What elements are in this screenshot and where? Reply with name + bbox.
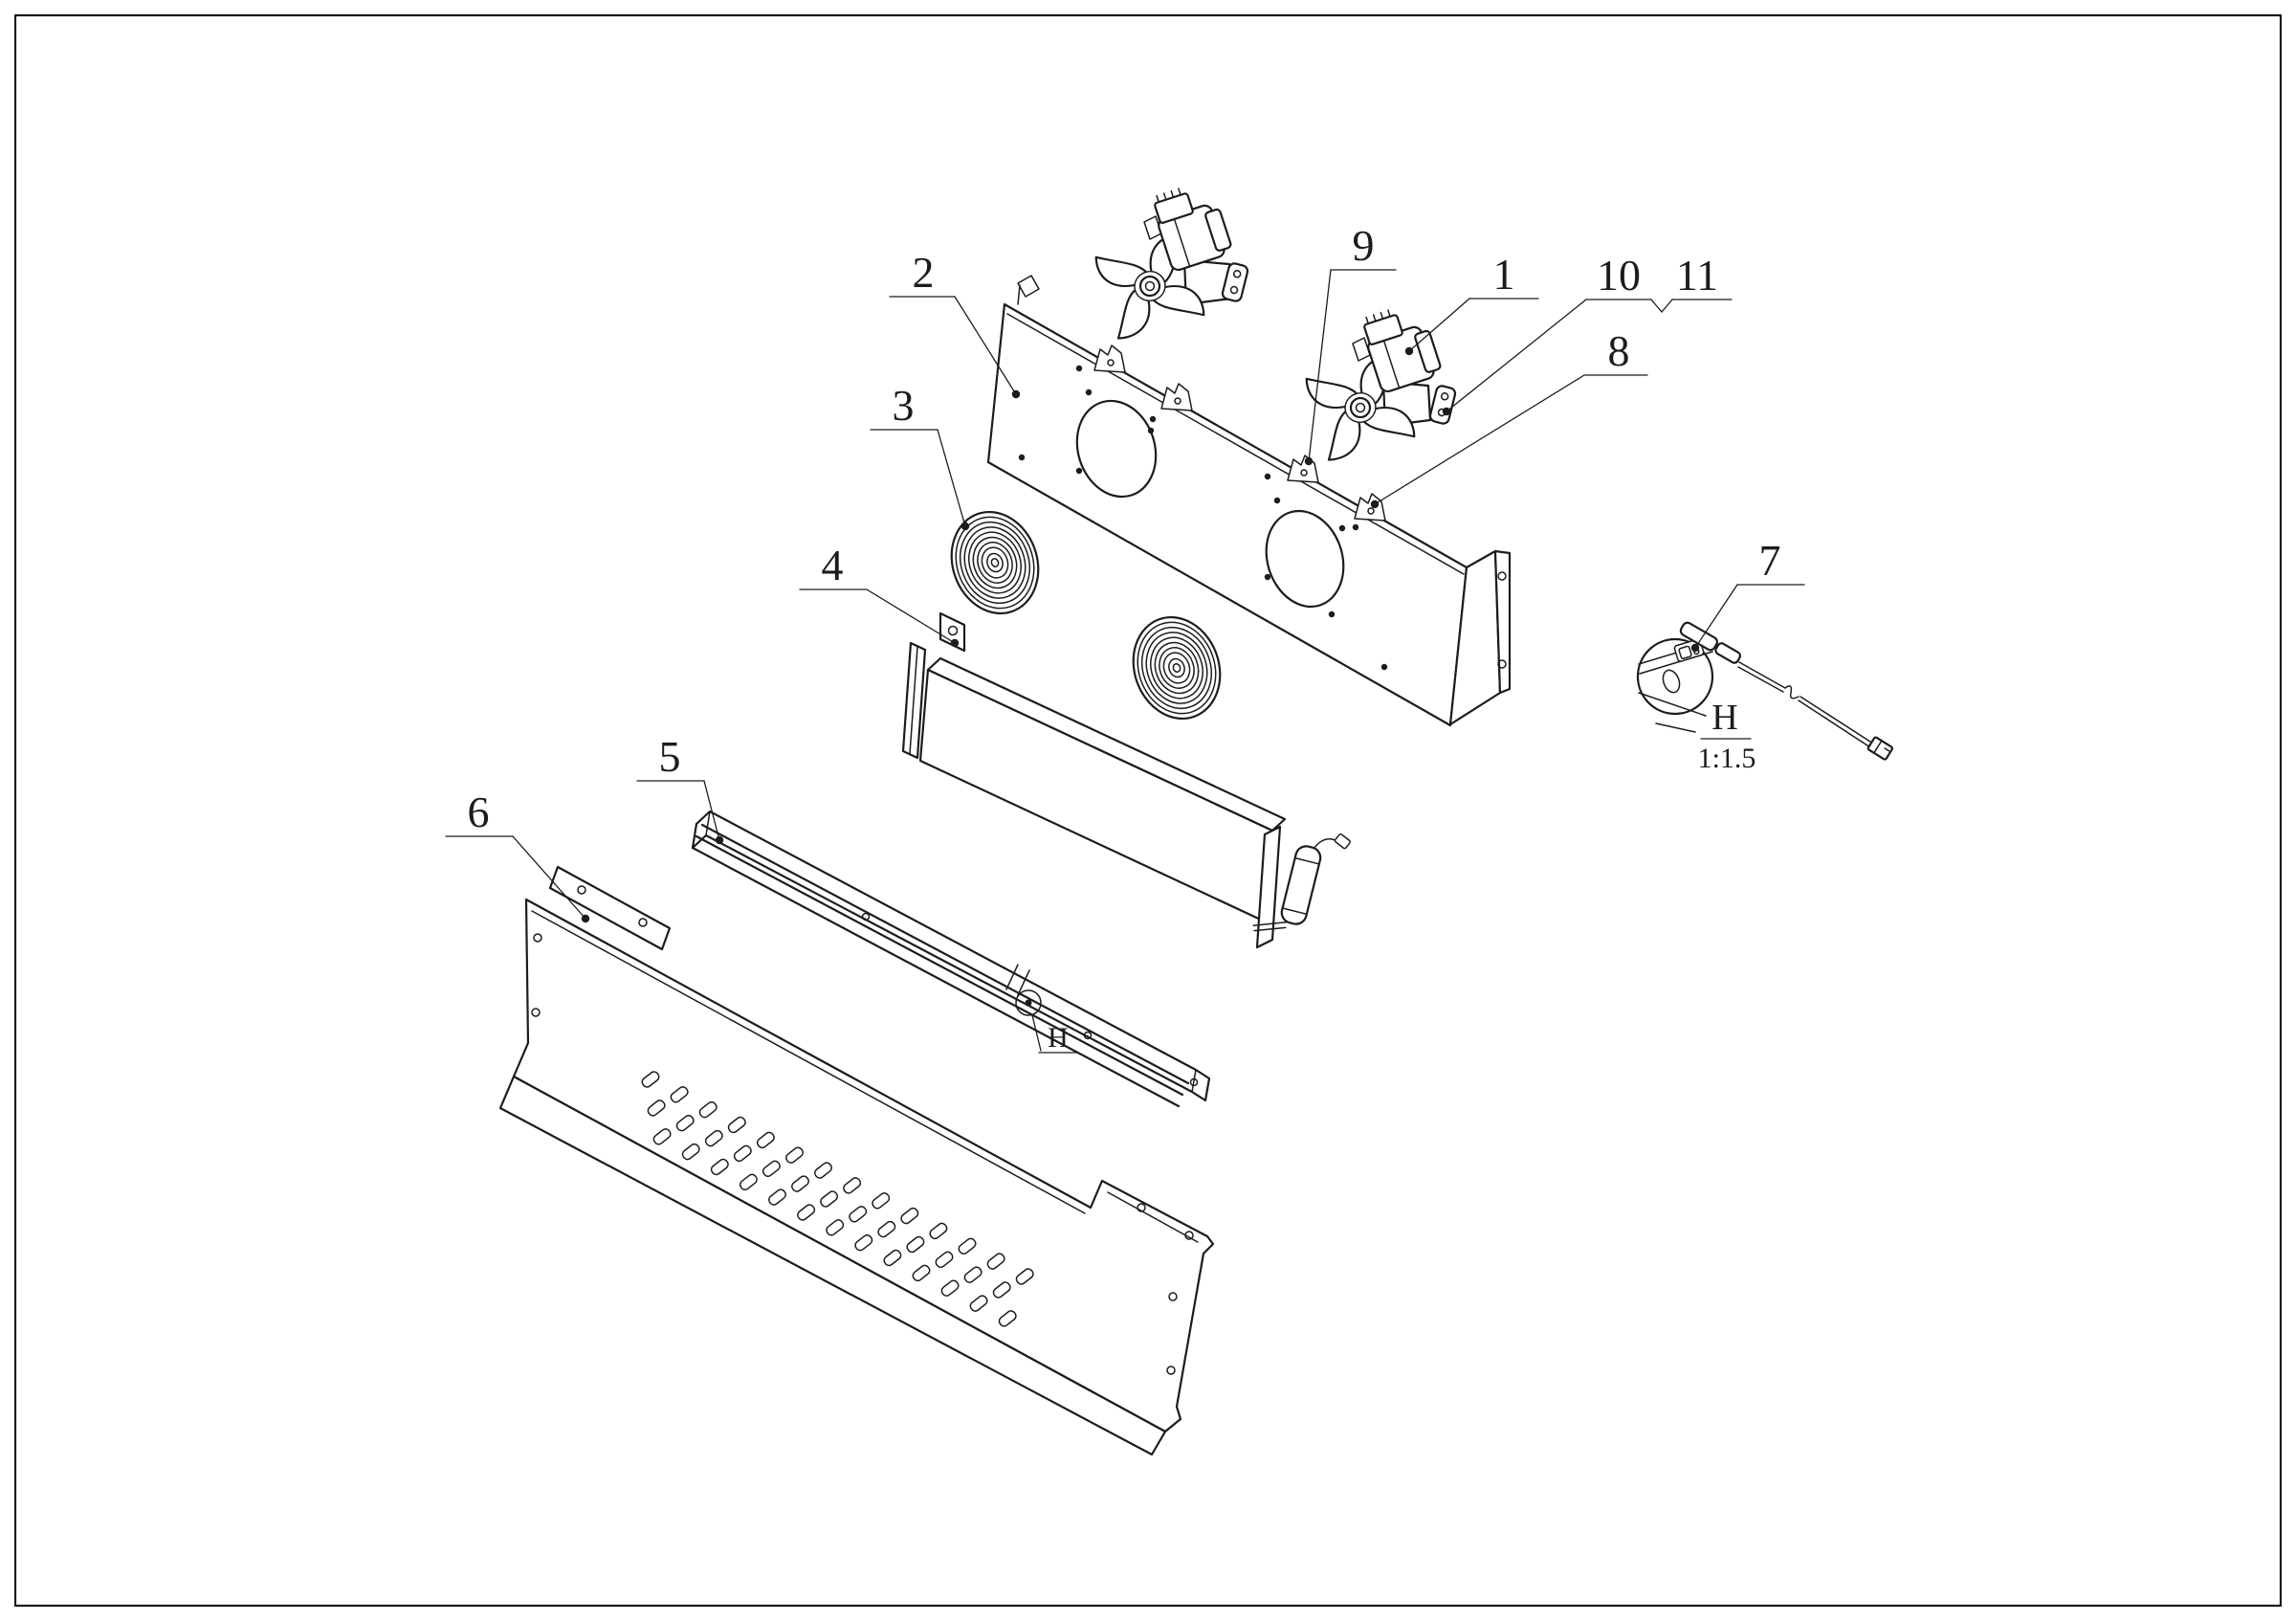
panel-bottom-lip bbox=[498, 1075, 1167, 1456]
back-panel bbox=[986, 275, 1512, 727]
motor-terminal-1 bbox=[1154, 192, 1194, 224]
part-label-1: 1 bbox=[1404, 250, 1539, 356]
fan-motor-assembly-1 bbox=[1094, 188, 1249, 340]
fan-clip-2 bbox=[1352, 337, 1371, 362]
part-label-6: 6 bbox=[445, 788, 590, 923]
part-label-10: 10 bbox=[1442, 251, 1673, 416]
part-label-5: 5 bbox=[636, 732, 724, 845]
sensor-body bbox=[1679, 621, 1718, 652]
svg-text:11: 11 bbox=[1676, 251, 1718, 300]
part-label-11: 11 bbox=[1671, 251, 1733, 300]
leader-line bbox=[703, 780, 720, 841]
support-channel: H bbox=[691, 810, 1211, 1108]
panel-end-flange bbox=[1493, 549, 1512, 695]
ventilation-slot-pattern bbox=[641, 1071, 1034, 1327]
leader-line bbox=[937, 429, 966, 527]
channel-right-end bbox=[1191, 1069, 1210, 1101]
svg-text:6: 6 bbox=[468, 788, 490, 836]
leader-line bbox=[1694, 584, 1738, 649]
leader-line bbox=[1308, 269, 1332, 462]
part-label-9: 9 bbox=[1304, 221, 1397, 466]
sensor-sleeve bbox=[1714, 642, 1742, 664]
bracket-hole bbox=[1662, 669, 1681, 694]
section-screw bbox=[1025, 999, 1032, 1007]
fan-guard-grille-1 bbox=[950, 510, 1040, 615]
svg-text:9: 9 bbox=[1353, 221, 1375, 270]
fan-hub-2 bbox=[1349, 396, 1372, 419]
svg-text:8: 8 bbox=[1608, 326, 1630, 375]
part-labels: 2 9 1 10 11 8 bbox=[445, 221, 1805, 923]
leader-line bbox=[1374, 374, 1585, 505]
filter-drier bbox=[1252, 833, 1351, 932]
section-callout-leader bbox=[1031, 1014, 1042, 1052]
fan-opening-right bbox=[1265, 509, 1345, 609]
part-label-4: 4 bbox=[799, 541, 960, 648]
svg-text:2: 2 bbox=[913, 248, 935, 297]
fan-guard-grilles bbox=[950, 510, 1222, 721]
sheet-border bbox=[13, 13, 2283, 1608]
detail-title: H bbox=[1711, 698, 1737, 738]
condenser-right-end-plate bbox=[1255, 825, 1282, 949]
leader-line bbox=[866, 588, 956, 644]
section-callout-circle bbox=[1015, 989, 1042, 1016]
leader-line bbox=[954, 296, 1017, 395]
panel-corner-tab bbox=[1017, 275, 1040, 298]
perforated-cover-panel bbox=[498, 865, 1215, 1456]
drier-outlet-tube bbox=[1252, 921, 1288, 932]
panel-top-clips bbox=[1093, 344, 1386, 522]
capillary-tube bbox=[1737, 661, 1786, 693]
fan-motor-assembly-2 bbox=[1305, 309, 1457, 461]
capillary-connector bbox=[1866, 736, 1894, 761]
part-label-8: 8 bbox=[1370, 326, 1648, 509]
section-callout-letter: H bbox=[1048, 1022, 1069, 1054]
svg-text:7: 7 bbox=[1759, 536, 1781, 585]
fan-guard-grille-2 bbox=[1132, 615, 1222, 721]
channel-left-end bbox=[692, 810, 711, 849]
fan-opening-left bbox=[1075, 399, 1158, 499]
svg-text:1: 1 bbox=[1493, 250, 1515, 299]
part-label-7: 7 bbox=[1690, 536, 1805, 653]
leader-line bbox=[512, 835, 586, 920]
panel-top-flange bbox=[548, 865, 672, 951]
panel-screw-holes bbox=[1018, 365, 1388, 671]
leader-line bbox=[1446, 299, 1587, 412]
detail-scale: 1:1.5 bbox=[1698, 743, 1756, 774]
part-label-3: 3 bbox=[870, 381, 970, 531]
condenser-coil bbox=[901, 611, 1351, 949]
leader-line bbox=[1408, 298, 1470, 352]
temperature-sensor-capillary bbox=[1679, 621, 1894, 761]
fan-hub-1 bbox=[1138, 275, 1161, 298]
svg-text:5: 5 bbox=[659, 732, 681, 781]
part-label-2: 2 bbox=[889, 248, 1021, 399]
detail-view-h: H 1:1.5 bbox=[1636, 621, 1894, 774]
fan-motor-2 bbox=[1363, 309, 1442, 393]
svg-text:3: 3 bbox=[893, 381, 915, 430]
fan-motor-1 bbox=[1154, 188, 1232, 272]
svg-text:10: 10 bbox=[1597, 251, 1641, 300]
motor-terminal-2 bbox=[1363, 314, 1403, 345]
svg-text:4: 4 bbox=[822, 541, 844, 589]
bracket-chevron bbox=[1650, 299, 1673, 314]
tube-break-symbol bbox=[1784, 685, 1799, 699]
